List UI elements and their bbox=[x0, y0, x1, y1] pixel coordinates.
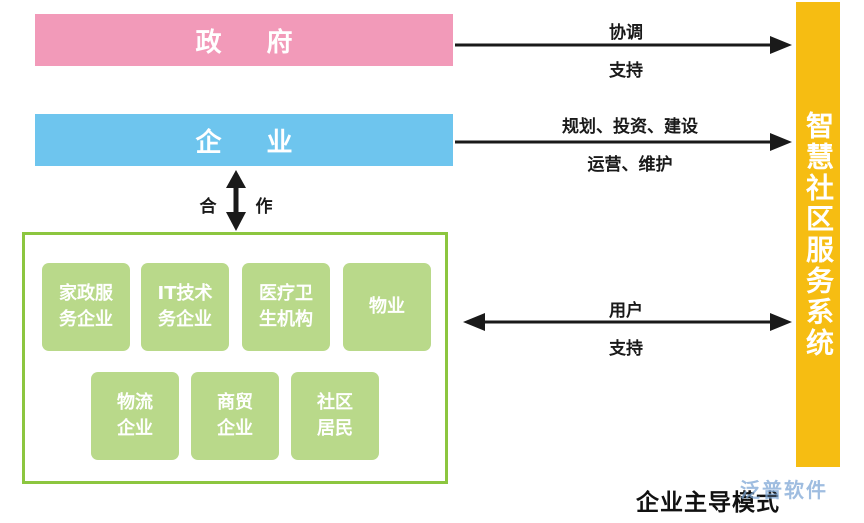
tile-it-services: IT技术 务企业 bbox=[141, 263, 229, 351]
government-bar: 政 府 bbox=[35, 14, 453, 66]
coop-arrow-head-up bbox=[226, 170, 246, 188]
ent-arrow-label-2: 运营、维护 bbox=[587, 155, 673, 175]
tile-logistics: 物流 企业 bbox=[91, 372, 179, 460]
coop-arrow-head-down bbox=[226, 212, 246, 231]
gov-arrow-label-1: 协调 bbox=[609, 23, 643, 43]
smart-community-system-column: 智慧社区服务系统 bbox=[796, 2, 840, 467]
ent-arrow-head bbox=[770, 133, 792, 151]
diagram-title: 企业主导模式 bbox=[636, 490, 780, 516]
tile-property: 物业 bbox=[343, 263, 431, 351]
coop-label-left: 合 bbox=[199, 197, 217, 217]
user-arrow-head-left bbox=[463, 313, 485, 331]
watermark-logo: 泛普软件 bbox=[740, 478, 828, 502]
gov-arrow-label-2: 支持 bbox=[609, 61, 643, 81]
tile-medical: 医疗卫 生机构 bbox=[242, 263, 330, 351]
enterprise-bar: 企 业 bbox=[35, 114, 453, 166]
smart-system-label: 智慧社区服务系统 bbox=[802, 110, 835, 359]
government-label: 政 府 bbox=[195, 27, 311, 58]
ent-arrow-label-1: 规划、投资、建设 bbox=[562, 117, 698, 137]
coop-label-right: 作 bbox=[255, 197, 273, 217]
tile-commerce: 商贸 企业 bbox=[191, 372, 279, 460]
user-arrow-head-right bbox=[770, 313, 792, 331]
user-arrow-label-1: 用户 bbox=[609, 301, 643, 321]
tile-housekeeping: 家政服 务企业 bbox=[42, 263, 130, 351]
tile-residents: 社区 居民 bbox=[291, 372, 379, 460]
enterprise-label: 企 业 bbox=[195, 127, 311, 158]
gov-arrow-head bbox=[770, 36, 792, 54]
user-arrow-label-2: 支持 bbox=[609, 339, 643, 359]
enterprise-group-box: 家政服 务企业 IT技术 务企业 医疗卫 生机构 物业 物流 企业 商贸 企业 … bbox=[22, 232, 448, 484]
